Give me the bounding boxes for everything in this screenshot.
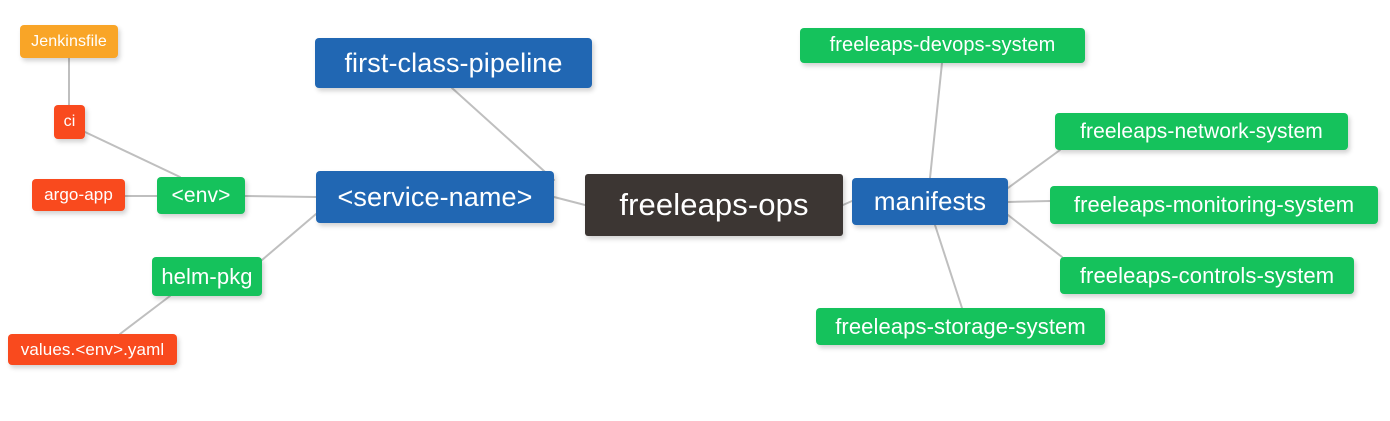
node-values[interactable]: values.<env>.yaml [8,334,177,365]
edge-service-env [244,195,317,198]
node-service[interactable]: <service-name> [316,171,554,223]
edge-helm-values [119,295,171,335]
node-monitoring[interactable]: freeleaps-monitoring-system [1050,186,1378,224]
node-network[interactable]: freeleaps-network-system [1055,113,1348,150]
node-pipeline[interactable]: first-class-pipeline [315,38,592,88]
node-storage[interactable]: freeleaps-storage-system [816,308,1105,345]
edge-root-manifests [842,200,853,206]
node-jenkinsfile[interactable]: Jenkinsfile [20,25,118,58]
node-ci[interactable]: ci [54,105,85,139]
node-devops[interactable]: freeleaps-devops-system [800,28,1085,63]
edge-service-helm [261,213,317,261]
node-env[interactable]: <env> [157,177,245,214]
edge-manifests-devops [929,62,943,179]
node-controls[interactable]: freeleaps-controls-system [1060,257,1354,294]
edge-service-pipeline [451,87,555,181]
node-root[interactable]: freeleaps-ops [585,174,843,236]
edge-env-ci [84,131,181,178]
edge-manifests-network [1007,149,1061,189]
node-helm[interactable]: helm-pkg [152,257,262,296]
edge-manifests-storage [934,224,963,309]
edge-root-service [553,196,586,206]
node-manifests[interactable]: manifests [852,178,1008,225]
edge-manifests-monitoring [1007,200,1051,203]
node-argo[interactable]: argo-app [32,179,125,211]
